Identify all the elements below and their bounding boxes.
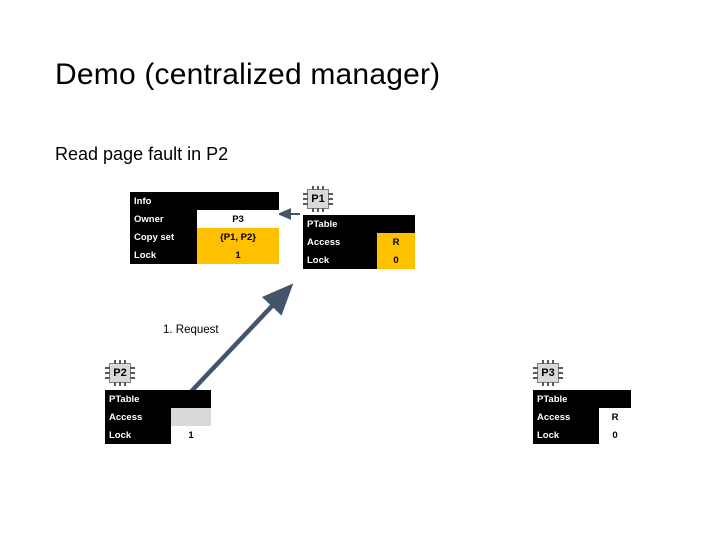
request-arrow-label: 1. Request <box>163 324 219 336</box>
p1-ptable: PTable Access R Lock 0 <box>303 215 415 269</box>
p3-ptable-header: PTable <box>533 390 631 408</box>
manager-lock-label: Lock <box>130 246 197 264</box>
p2-lock-value: 1 <box>171 426 211 444</box>
p2-ptable-header: PTable <box>105 390 211 408</box>
table-row: PTable <box>533 390 631 408</box>
processor-p1-icon: P1 <box>303 186 333 212</box>
table-row: PTable <box>105 390 211 408</box>
p1-lock-value: 0 <box>377 251 415 269</box>
p3-access-value: R <box>599 408 631 426</box>
table-row: Lock 1 <box>130 246 279 264</box>
p2-access-value <box>171 408 211 426</box>
table-row: Access <box>105 408 211 426</box>
p1-access-label: Access <box>303 233 377 251</box>
table-row: Info <box>130 192 279 210</box>
table-row: Access R <box>303 233 415 251</box>
table-row: Lock 1 <box>105 426 211 444</box>
p2-lock-label: Lock <box>105 426 171 444</box>
p2-access-label: Access <box>105 408 171 426</box>
request-arrow <box>184 283 294 399</box>
p1-access-value: R <box>377 233 415 251</box>
manager-copyset-value: {P1, P2} <box>197 228 279 246</box>
manager-info-header: Info <box>130 192 279 210</box>
manager-info-table: Info Owner P3 Copy set {P1, P2} Lock 1 <box>130 192 279 264</box>
processor-p3-icon: P3 <box>533 360 563 386</box>
manager-copyset-label: Copy set <box>130 228 197 246</box>
page-title: Demo (centralized manager) <box>55 58 441 91</box>
table-row: Lock 0 <box>303 251 415 269</box>
processor-p2-icon: P2 <box>105 360 135 386</box>
p3-access-label: Access <box>533 408 599 426</box>
table-row: Lock 0 <box>533 426 631 444</box>
p1-lock-label: Lock <box>303 251 377 269</box>
table-row: Copy set {P1, P2} <box>130 228 279 246</box>
table-row: Access R <box>533 408 631 426</box>
p3-ptable: PTable Access R Lock 0 <box>533 390 631 444</box>
processor-p1-label: P1 <box>311 193 325 205</box>
table-row: Owner P3 <box>130 210 279 228</box>
slide-subtitle: Read page fault in P2 <box>55 144 229 164</box>
manager-owner-label: Owner <box>130 210 197 228</box>
table-row: PTable <box>303 215 415 233</box>
p1-ptable-header: PTable <box>303 215 415 233</box>
p3-lock-label: Lock <box>533 426 599 444</box>
manager-owner-value: P3 <box>197 210 279 228</box>
processor-p2-label: P2 <box>113 367 127 379</box>
p3-lock-value: 0 <box>599 426 631 444</box>
processor-p3-label: P3 <box>541 367 555 379</box>
manager-lock-value: 1 <box>197 246 279 264</box>
p2-ptable: PTable Access Lock 1 <box>105 390 211 444</box>
